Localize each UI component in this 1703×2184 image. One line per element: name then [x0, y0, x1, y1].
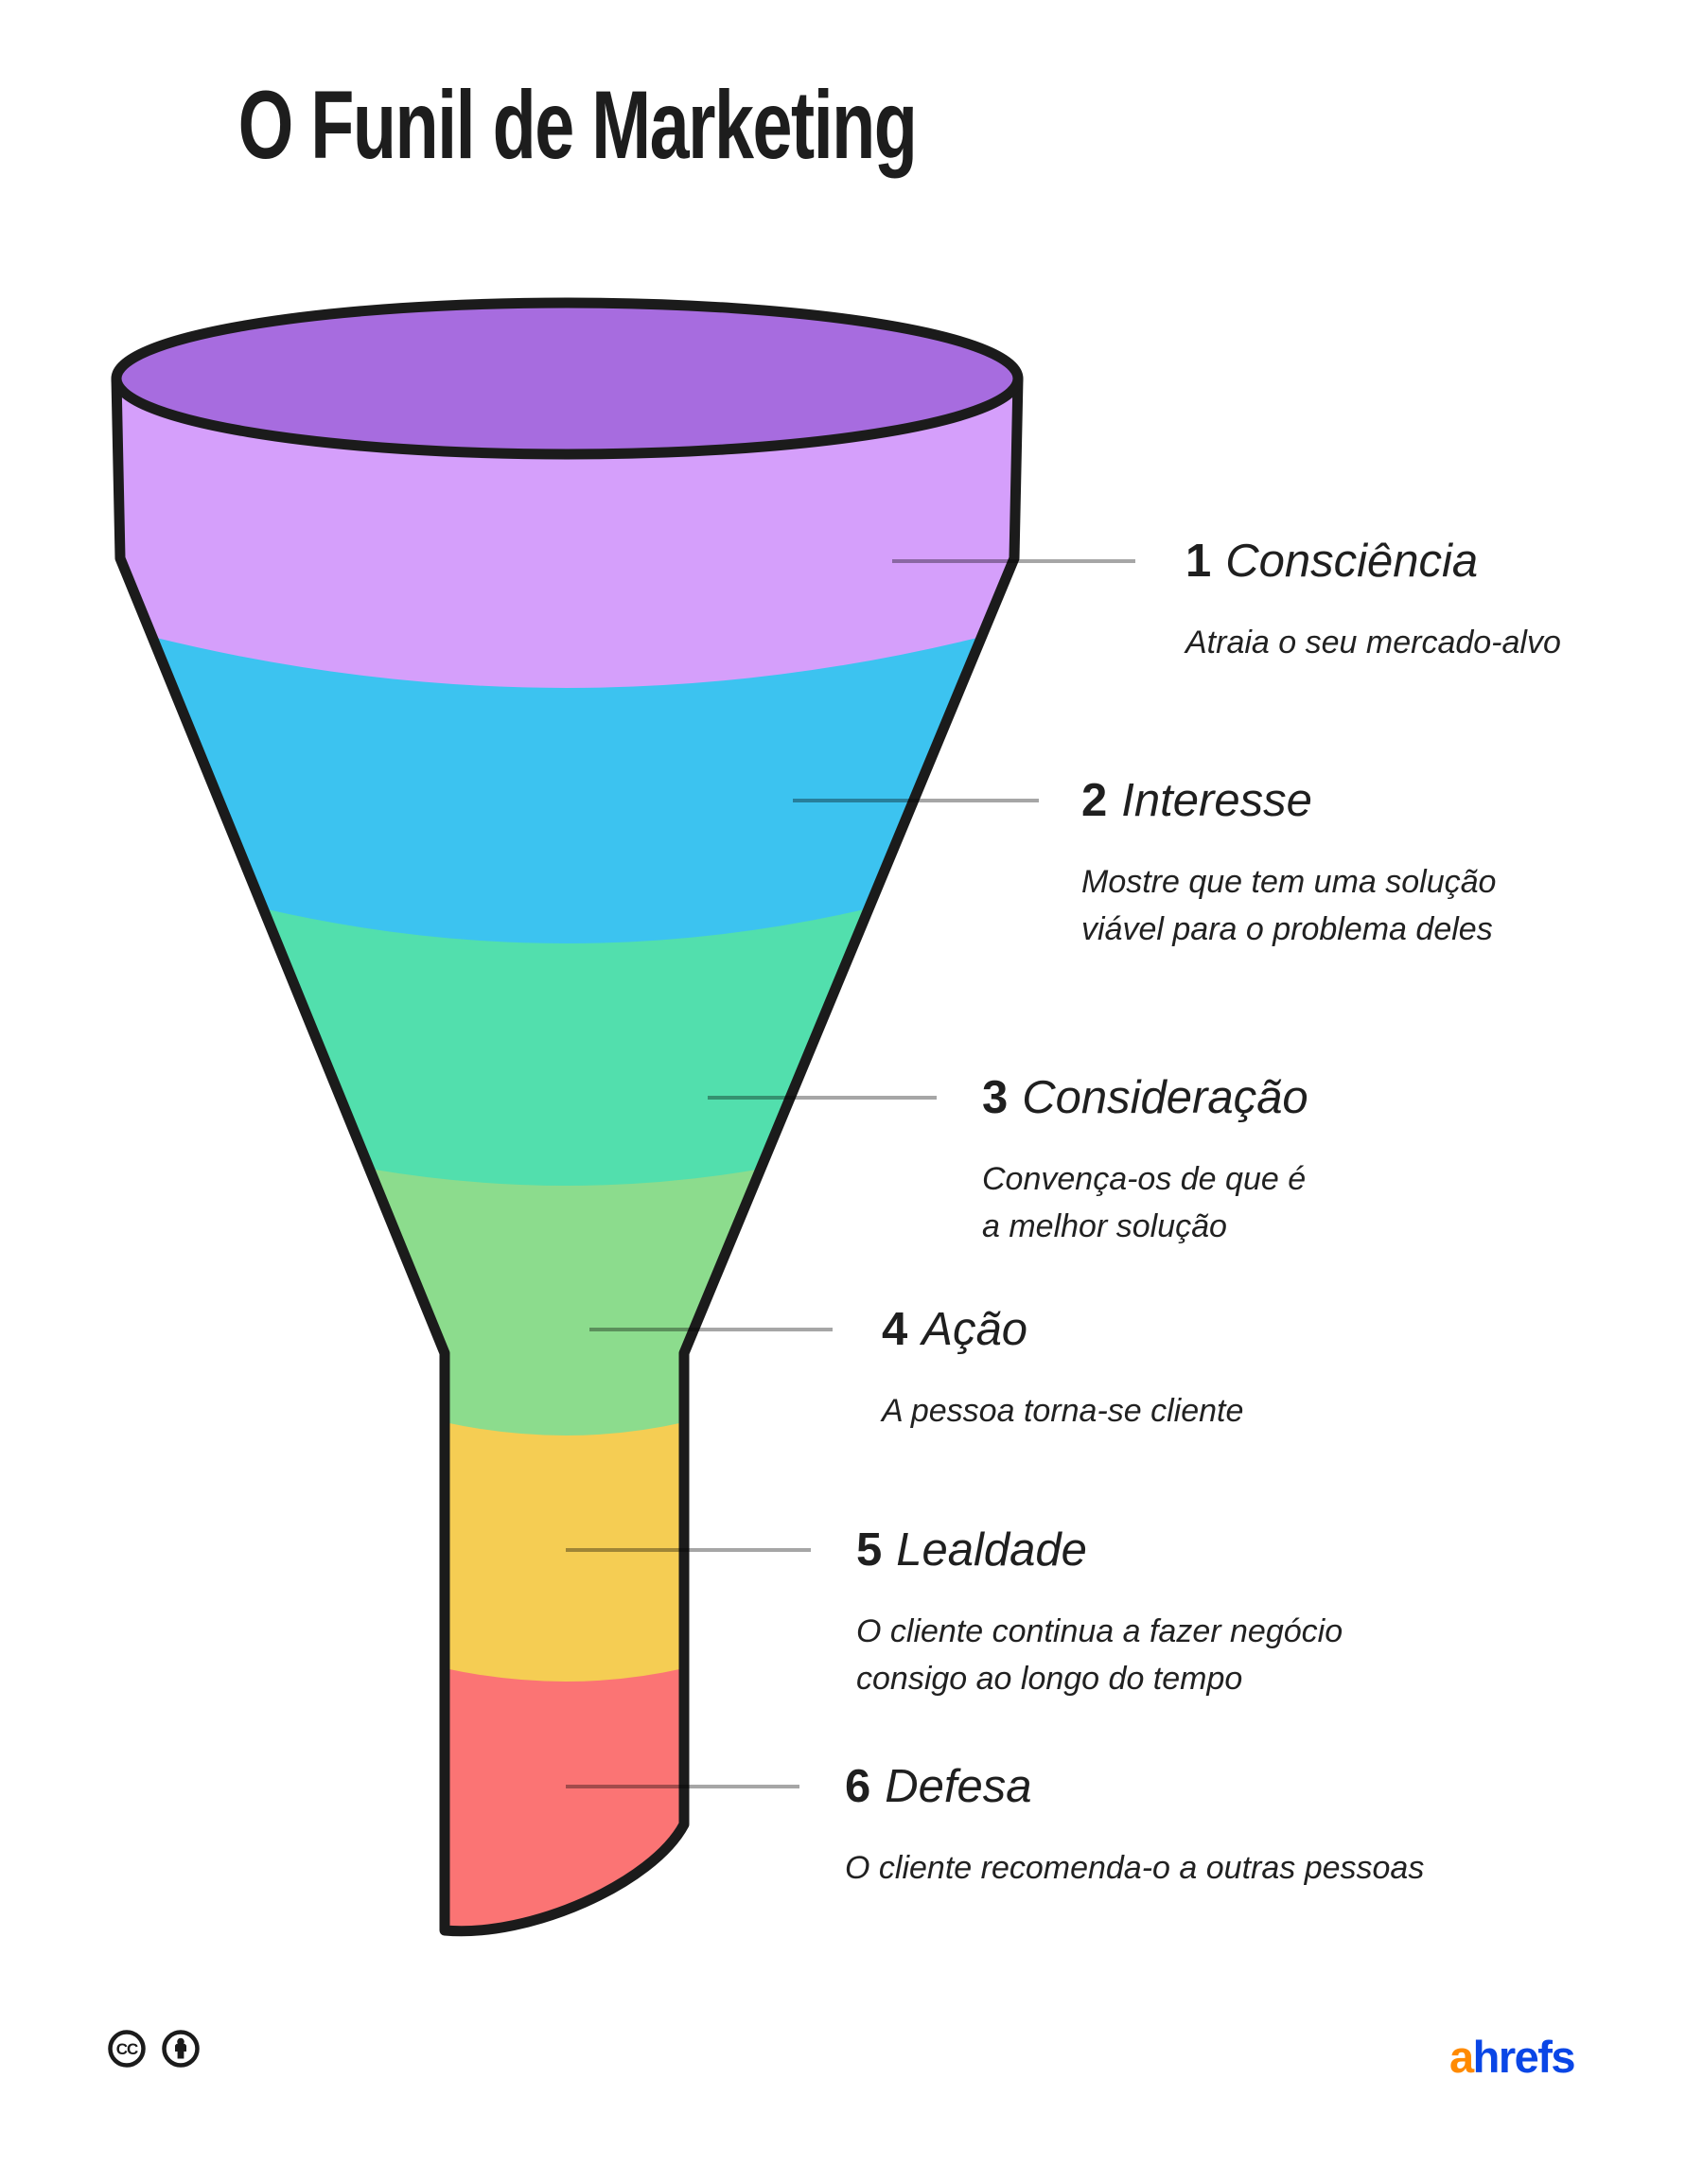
stage-number: 1 [1185, 536, 1212, 587]
stage-name: Consideração [1022, 1072, 1308, 1123]
stage-description: Mostre que tem uma solução viável para o… [1081, 864, 1497, 947]
cc-by-icon [162, 2030, 200, 2068]
stage-number: 3 [982, 1072, 1009, 1123]
stage-number: 4 [882, 1304, 908, 1355]
stage-label-3: 3 Consideração Convença-os de que é a mel… [982, 1072, 1308, 1250]
license-badges: CC [106, 2028, 202, 2070]
stage-name: Interesse [1121, 775, 1312, 826]
stage-label-1: 1 Consciência Atraia o seu mercado-alvo [1185, 536, 1561, 666]
stage-description: O cliente continua a fazer negócio consi… [856, 1613, 1343, 1697]
cc-icon: CC [108, 2030, 146, 2068]
funnel-stage-band-6 [116, 1668, 1018, 1931]
leader-line-1 [892, 559, 1135, 563]
funnel-outline [111, 373, 1024, 1937]
page-title: O Funil de Marketing [237, 71, 918, 179]
stage-title: 6 Defesa [845, 1761, 1424, 1823]
stage-name: Ação [922, 1304, 1027, 1355]
stage-title: 4 Ação [882, 1304, 1243, 1366]
stage-number: 5 [856, 1524, 883, 1576]
stage-name: Defesa [885, 1761, 1032, 1812]
stage-name: Lealdade [896, 1524, 1087, 1576]
stage-title: 1 Consciência [1185, 536, 1561, 598]
stage-description: O cliente recomenda-o a outras pessoas [845, 1850, 1425, 1886]
stage-label-2: 2 Interesse Mostre que tem uma solução vi… [1081, 775, 1496, 953]
leader-line-2 [793, 799, 1039, 802]
funnel-stage-band-3 [116, 908, 1018, 1931]
stage-title: 2 Interesse [1081, 775, 1496, 837]
leader-line-5 [566, 1548, 811, 1552]
stage-title: 3 Consideração [982, 1072, 1308, 1135]
leader-line-3 [708, 1096, 937, 1100]
stage-number: 6 [845, 1761, 871, 1812]
stage-name: Consciência [1225, 536, 1479, 587]
stage-description: Atraia o seu mercado-alvo [1185, 625, 1561, 660]
stage-number: 2 [1081, 775, 1108, 826]
leader-line-4 [589, 1328, 833, 1331]
funnel-stage-band-4 [116, 1169, 1018, 1931]
leader-line-6 [566, 1785, 799, 1788]
stage-description: A pessoa torna-se cliente [882, 1393, 1244, 1429]
stage-description: Convença-os de que é a melhor solução [982, 1161, 1307, 1244]
ahrefs-logo-hrefs: hrefs [1472, 2032, 1576, 2082]
stage-label-6: 6 Defesa O cliente recomenda-o a outras p… [845, 1761, 1424, 1892]
funnel-top-opening [111, 297, 1024, 460]
stage-label-4: 4 Ação A pessoa torna-se cliente [882, 1304, 1243, 1435]
ahrefs-logo-a: a [1449, 2032, 1474, 2082]
ahrefs-logo: ahrefs [1449, 2031, 1576, 2083]
svg-text:CC: CC [116, 2040, 138, 2058]
